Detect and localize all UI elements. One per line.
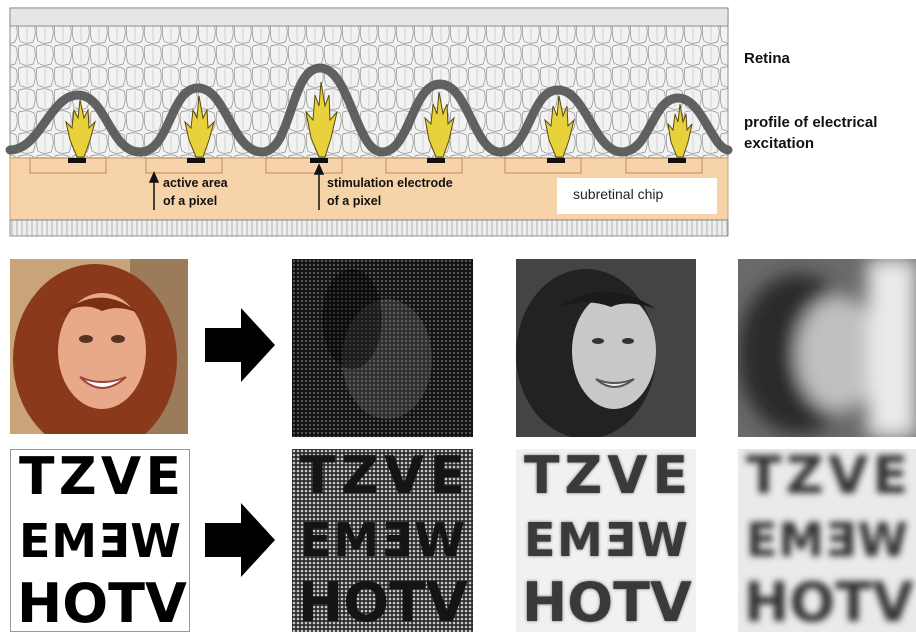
- blur-chart-row-2: E M Ǝ W: [746, 513, 908, 567]
- profile-label-line2: excitation: [744, 135, 815, 152]
- retina-tissue: [9, 7, 729, 159]
- bottom-layer: [9, 219, 729, 237]
- face-simulation-pixelated: [292, 259, 473, 437]
- retina-label: Retina: [744, 50, 790, 67]
- active-area-label-line1: active area: [163, 176, 228, 190]
- electrode-label-line1: stimulation electrode: [327, 176, 453, 190]
- chart-row-3: H O T V: [17, 572, 187, 632]
- gray-chart-row-2: E M Ǝ W: [524, 513, 688, 567]
- electrode-arrow: [313, 163, 325, 210]
- active-area-label-line2: of a pixel: [163, 194, 218, 208]
- active-area-arrow: [148, 171, 160, 210]
- chart-row-2: E M Ǝ W: [19, 514, 181, 568]
- chart-row-1: T Z V E: [19, 449, 181, 507]
- stimulated-cells: [65, 81, 693, 158]
- chart-arrow-icon: [205, 503, 275, 577]
- eye-chart-pixelated: T Z V E E M Ǝ W H O T V: [292, 449, 473, 632]
- eye-chart-gray: T Z V E E M Ǝ W H O T V: [516, 449, 696, 632]
- stimulation-electrodes: [68, 158, 686, 163]
- pix-chart-row-3: H O T V: [298, 571, 468, 632]
- pix-chart-row-2: E M Ǝ W: [300, 513, 465, 567]
- pix-chart-row-1: T Z V E: [300, 449, 465, 506]
- retina-top-layer: [9, 7, 729, 27]
- blur-chart-row-1: T Z V E: [746, 449, 908, 506]
- pixel-active-areas: [29, 157, 703, 174]
- eye-chart-blurred: T Z V E E M Ǝ W H O T V: [738, 449, 916, 632]
- chip-label-box: [557, 178, 717, 214]
- face-arrow-icon: [205, 308, 275, 382]
- profile-label-line1: profile of electrical: [744, 114, 878, 131]
- excitation-profile-curve: [5, 63, 733, 157]
- gray-chart-row-3: H O T V: [522, 571, 692, 632]
- chip-label: subretinal chip: [573, 186, 664, 202]
- electrode-label-line2: of a pixel: [327, 194, 382, 208]
- face-photo-original: [10, 259, 188, 434]
- blur-chart-row-3: H O T V: [744, 571, 914, 632]
- retina-diagram: [5, 7, 733, 237]
- eye-chart-original: T Z V E E M Ǝ W H O T V: [10, 449, 190, 632]
- face-simulation-gray: [516, 259, 696, 437]
- gray-chart-row-1: T Z V E: [524, 449, 688, 506]
- face-simulation-blurred: [738, 259, 916, 437]
